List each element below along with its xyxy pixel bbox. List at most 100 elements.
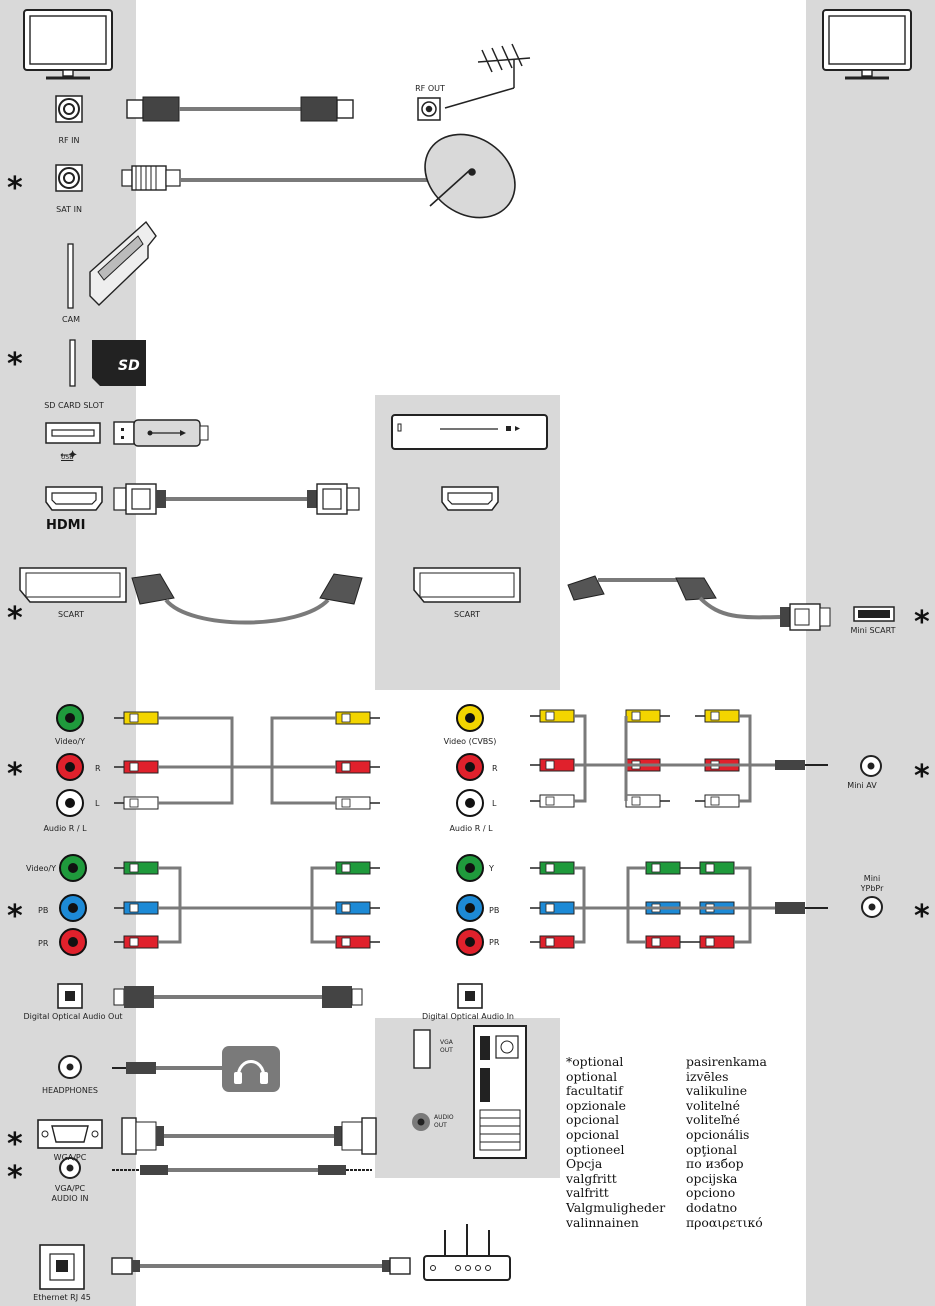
- rca-plug: [645, 861, 690, 875]
- device-r-label: R: [492, 764, 498, 773]
- mini-av-plug: [775, 760, 805, 770]
- rf-in-label: RF IN: [58, 136, 80, 145]
- rca-plug: [530, 861, 575, 875]
- pc-audio-out-icon: [412, 1113, 430, 1131]
- component-pr-jack-icon: [59, 928, 87, 956]
- headphones-jack-icon: [58, 1055, 82, 1079]
- rca-plug: [530, 794, 575, 808]
- media-player-icon: [391, 414, 548, 450]
- video-y-jack-icon: [56, 704, 84, 732]
- cable-wire: [270, 716, 336, 805]
- device-pb-jack-icon: [456, 894, 484, 922]
- video-cvbs-label: Video (CVBS): [443, 737, 497, 746]
- rf-in-jack-icon: [55, 95, 83, 123]
- digital-optical-out-label: Digital Optical Audio Out: [23, 1012, 123, 1021]
- translation-item: voliteľné: [686, 1112, 740, 1128]
- sd-card-slot-icon: SD: [69, 339, 146, 387]
- device-y-label: Y: [489, 864, 494, 873]
- optical-out-port-icon: [57, 983, 83, 1009]
- rca-plug: [530, 935, 575, 949]
- optional-marker: *: [7, 899, 23, 934]
- optional-marker: *: [7, 1160, 23, 1195]
- rca-plug: [335, 796, 380, 810]
- translation-item: valgfritt: [566, 1170, 617, 1186]
- scart-label: SCART: [58, 610, 84, 619]
- headphones-label: HEADPHONES: [42, 1086, 98, 1095]
- cable-wire: [739, 714, 752, 803]
- translation-item: προαιρετικό: [686, 1214, 763, 1230]
- optional-marker: *: [7, 1127, 23, 1162]
- vga-pc-audio-label-2: AUDIO IN: [51, 1194, 89, 1203]
- svg-text:⭠⯌: ⭠⯌: [60, 448, 77, 461]
- ethernet-label: Ethernet RJ 45: [33, 1293, 91, 1302]
- pr-label: PR: [38, 939, 49, 948]
- jack-group: [56, 704, 484, 956]
- rf-out-label: RF OUT: [415, 84, 445, 93]
- audio-out-label-2: OUT: [434, 1122, 447, 1129]
- vga-audio-jack-icon: [59, 1157, 81, 1179]
- sat-in-jack-icon: [55, 164, 83, 192]
- rca-plug: [335, 935, 380, 949]
- device-hdmi-port-icon: [441, 486, 499, 511]
- svg-text:SD: SD: [118, 358, 140, 374]
- translation-item: opzionale: [566, 1097, 627, 1113]
- cam-slot-icon: [67, 220, 157, 309]
- device-pr-label: PR: [489, 938, 500, 947]
- translation-item: pasirenkama: [686, 1054, 767, 1069]
- component-pb-jack-icon: [59, 894, 87, 922]
- rca-plug: [114, 760, 159, 774]
- right-tv-panel: [806, 0, 935, 1306]
- device-audio-r-jack-icon: [456, 753, 484, 781]
- translation-item: opcionális: [686, 1126, 750, 1142]
- translation-item: Opcja: [566, 1156, 603, 1172]
- ethernet-cable: [111, 1257, 411, 1275]
- pc-vga-out-icon: [413, 1029, 431, 1069]
- usb-label: USB: [61, 454, 74, 461]
- translation-item: valinnainen: [566, 1214, 639, 1230]
- translation-item: *optional: [566, 1054, 624, 1069]
- rf-cable: [126, 96, 354, 122]
- optional-marker: *: [7, 757, 23, 792]
- rca-plug: [695, 709, 740, 723]
- rca-cable-group: [114, 709, 828, 949]
- device-video-jack-icon: [456, 704, 484, 732]
- rca-plug: [114, 711, 159, 725]
- rca-plug: [690, 861, 735, 875]
- usb-stick-icon: [113, 419, 209, 447]
- wga-pc-label: WGA/PC: [53, 1153, 87, 1162]
- scart-port-icon: [19, 567, 127, 603]
- translation-item: facultatif: [566, 1083, 623, 1099]
- translation-item: opcional: [566, 1112, 620, 1128]
- tv-panel: [0, 0, 136, 1306]
- l-label: L: [95, 799, 100, 808]
- rca-plug: [335, 711, 380, 725]
- cable-wire: [310, 866, 336, 944]
- optional-marker: *: [7, 601, 23, 636]
- audio-out-label-1: AUDIO: [434, 1114, 454, 1121]
- mini-ypbpr-jack-icon: [861, 896, 883, 918]
- satellite-dish-icon: [424, 133, 516, 219]
- router-icon: [423, 1224, 511, 1281]
- cable-wire: [574, 866, 586, 944]
- device-y-jack-icon: [456, 854, 484, 882]
- usb-port-icon: ⭠⯌: [45, 422, 101, 461]
- cable-wire: [574, 714, 587, 803]
- optional-marker: *: [7, 171, 23, 206]
- translation-item: valikuline: [686, 1083, 748, 1099]
- translation-item: по избор: [686, 1156, 744, 1172]
- translation-item: optioneel: [566, 1141, 625, 1157]
- rca-plug: [530, 758, 575, 772]
- translation-item: valfritt: [566, 1185, 609, 1201]
- optional-marker: *: [914, 605, 930, 640]
- rca-plug: [530, 709, 575, 723]
- vga-audio-cable: [112, 1165, 372, 1175]
- headphones-cable: [112, 1062, 222, 1074]
- rca-plug: [645, 935, 690, 949]
- tv-icon-right: [822, 9, 912, 80]
- hdmi-port-icon: HDMI: [45, 486, 103, 533]
- tv-icon-left: [23, 9, 113, 80]
- digital-optical-in-label: Digital Optical Audio In: [422, 1012, 514, 1021]
- mini-ypbpr-label-1: Mini: [863, 874, 881, 883]
- device-audio-rl-label: Audio R / L: [449, 824, 493, 833]
